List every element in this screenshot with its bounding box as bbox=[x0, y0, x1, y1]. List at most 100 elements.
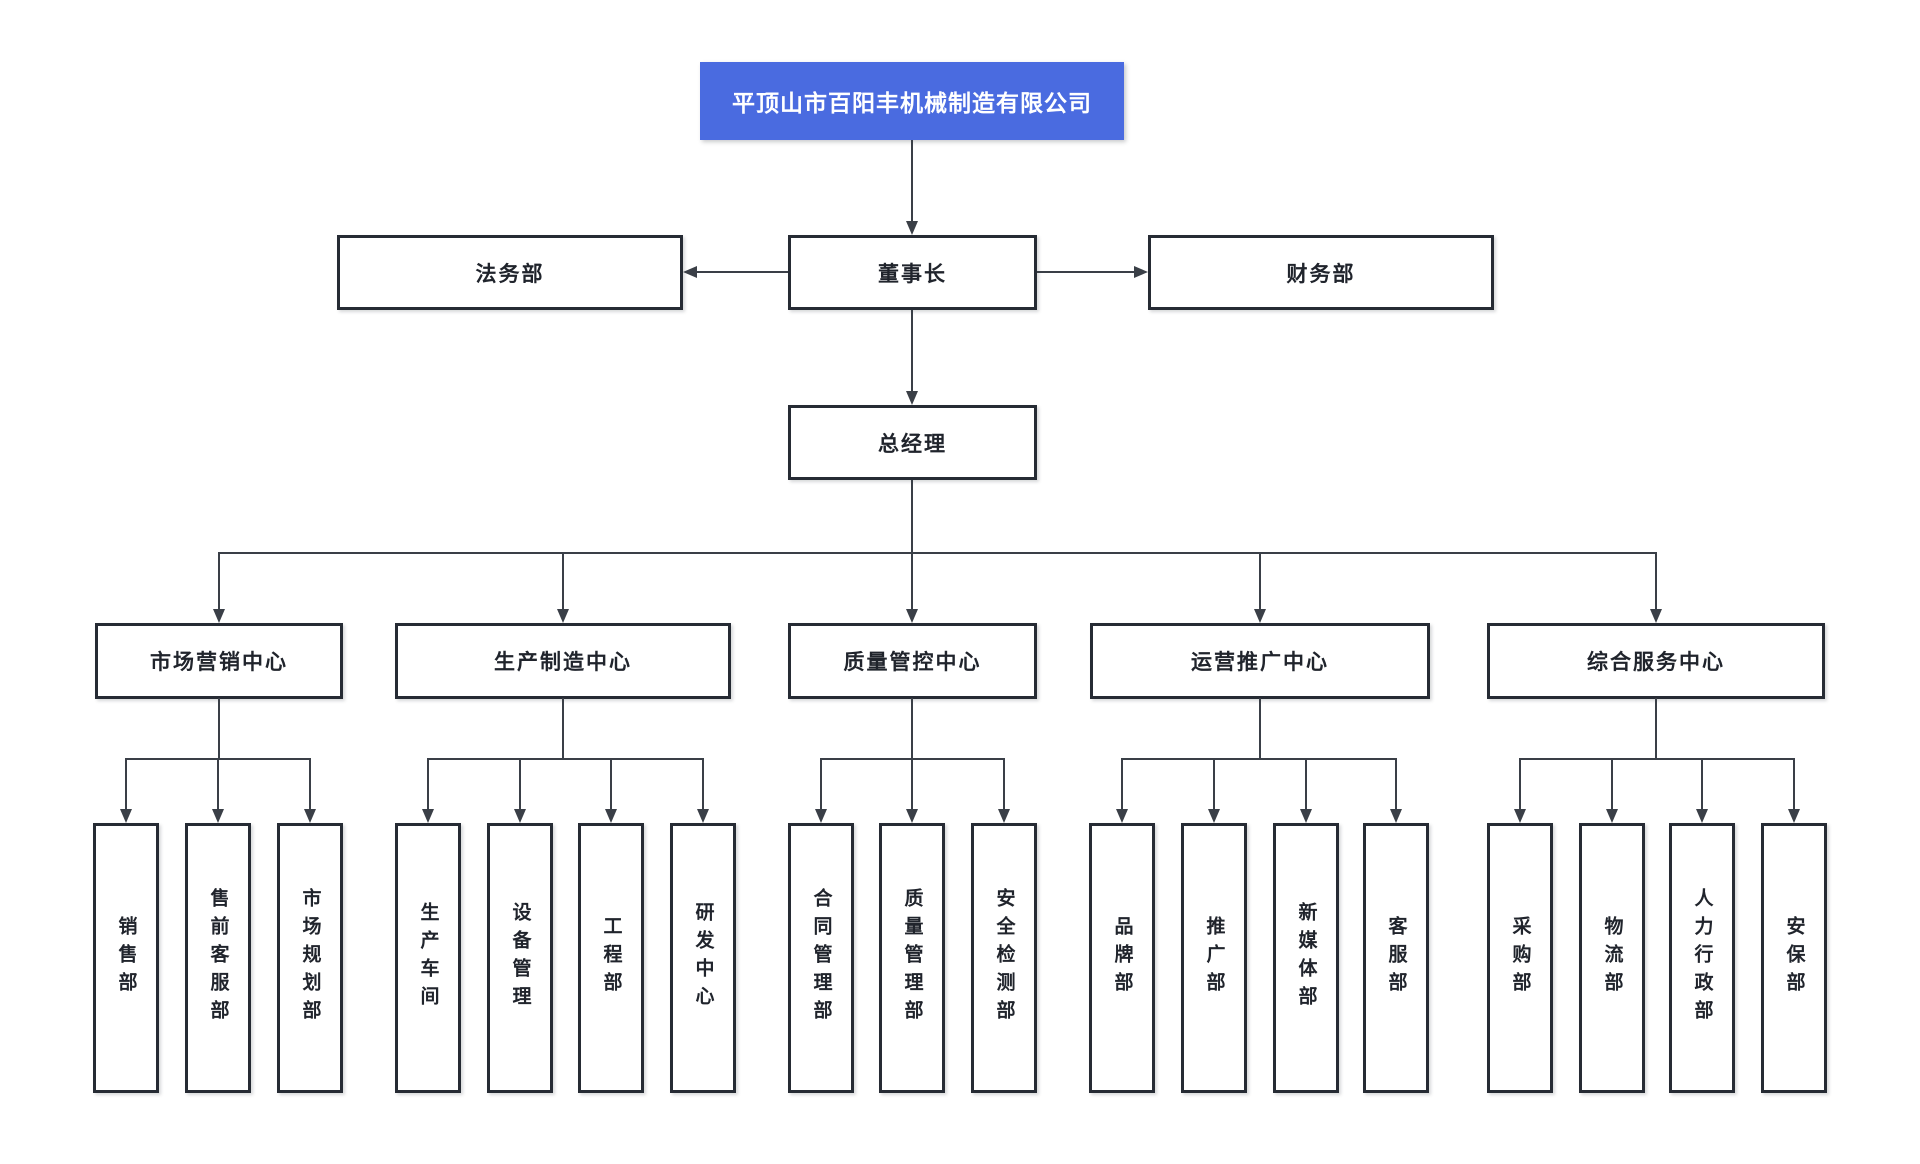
arrow-down-icon bbox=[906, 221, 918, 235]
arrow-down-icon bbox=[815, 809, 827, 823]
arrow-down-icon bbox=[605, 809, 617, 823]
node-dept-quality-management: 质量管理部 bbox=[879, 823, 945, 1093]
node-dept-procurement: 采购部 bbox=[1487, 823, 1553, 1093]
connector-drop-center-2 bbox=[562, 552, 564, 609]
node-center-quality: 质量管控中心 bbox=[788, 623, 1037, 699]
node-dept-promotion: 推广部 bbox=[1181, 823, 1247, 1093]
connector-drop bbox=[911, 758, 913, 809]
connector-center5-bus bbox=[1655, 698, 1657, 759]
connector-drop bbox=[1395, 758, 1397, 809]
node-dept-brand: 品牌部 bbox=[1089, 823, 1155, 1093]
node-dept-presales-service: 售前客服部 bbox=[185, 823, 251, 1093]
arrow-down-icon bbox=[212, 809, 224, 823]
dept-engineering-label: 工程部 bbox=[600, 916, 622, 1000]
connector-chairman-gm bbox=[911, 310, 913, 391]
arrow-down-icon bbox=[1116, 809, 1128, 823]
node-center-operations: 运营推广中心 bbox=[1090, 623, 1430, 699]
connector-center2-children bbox=[428, 758, 703, 760]
connector-drop bbox=[1305, 758, 1307, 809]
node-dept-logistics: 物流部 bbox=[1579, 823, 1645, 1093]
arrow-down-icon bbox=[422, 809, 434, 823]
dept-rd-center-label: 研发中心 bbox=[692, 902, 714, 1014]
node-company-root: 平顶山市百阳丰机械制造有限公司 bbox=[700, 62, 1124, 140]
dept-procurement-label: 采购部 bbox=[1509, 916, 1531, 1000]
connector-drop bbox=[125, 758, 127, 809]
connector-bus-centers bbox=[219, 552, 1657, 554]
dept-presales-service-label: 售前客服部 bbox=[207, 888, 229, 1028]
dept-customer-service-label: 客服部 bbox=[1385, 916, 1407, 1000]
connector-drop bbox=[519, 758, 521, 809]
dept-sales-label: 销售部 bbox=[115, 916, 137, 1000]
connector-drop-center-5 bbox=[1655, 552, 1657, 609]
connector-drop bbox=[427, 758, 429, 809]
node-center-marketing: 市场营销中心 bbox=[95, 623, 343, 699]
node-dept-new-media: 新媒体部 bbox=[1273, 823, 1339, 1093]
node-dept-customer-service: 客服部 bbox=[1363, 823, 1429, 1093]
connector-drop bbox=[1611, 758, 1613, 809]
dept-brand-label: 品牌部 bbox=[1111, 916, 1133, 1000]
node-dept-sales: 销售部 bbox=[93, 823, 159, 1093]
arrow-down-icon bbox=[697, 809, 709, 823]
chairman-label: 董事长 bbox=[878, 262, 947, 286]
connector-drop bbox=[702, 758, 704, 809]
arrow-down-icon bbox=[906, 809, 918, 823]
node-chairman: 董事长 bbox=[788, 235, 1037, 310]
connector-drop bbox=[610, 758, 612, 809]
center-marketing-label: 市场营销中心 bbox=[150, 651, 288, 674]
connector-chairman-finance bbox=[1037, 271, 1134, 273]
center-services-label: 综合服务中心 bbox=[1587, 651, 1725, 674]
node-dept-market-planning: 市场规划部 bbox=[277, 823, 343, 1093]
company-name-label: 平顶山市百阳丰机械制造有限公司 bbox=[732, 90, 1092, 116]
arrow-down-icon bbox=[213, 609, 225, 623]
center-operations-label: 运营推广中心 bbox=[1191, 651, 1329, 674]
center-quality-label: 质量管控中心 bbox=[843, 651, 982, 674]
node-dept-production-workshop: 生产车间 bbox=[395, 823, 461, 1093]
node-finance-dept: 财务部 bbox=[1148, 235, 1494, 310]
arrow-down-icon bbox=[1650, 609, 1662, 623]
dept-equipment-management-label: 设备管理 bbox=[509, 902, 531, 1014]
arrow-down-icon bbox=[1208, 809, 1220, 823]
dept-new-media-label: 新媒体部 bbox=[1295, 902, 1317, 1014]
arrow-left-icon bbox=[683, 266, 697, 278]
arrow-right-icon bbox=[1134, 266, 1148, 278]
dept-production-workshop-label: 生产车间 bbox=[417, 902, 439, 1014]
node-dept-security: 安保部 bbox=[1761, 823, 1827, 1093]
arrow-down-icon bbox=[906, 391, 918, 405]
arrow-down-icon bbox=[1254, 609, 1266, 623]
arrow-down-icon bbox=[1788, 809, 1800, 823]
arrow-down-icon bbox=[1390, 809, 1402, 823]
center-production-label: 生产制造中心 bbox=[494, 651, 632, 674]
dept-contract-management-label: 合同管理部 bbox=[810, 888, 832, 1028]
finance-dept-label: 财务部 bbox=[1286, 262, 1356, 286]
arrow-down-icon bbox=[1696, 809, 1708, 823]
arrow-down-icon bbox=[514, 809, 526, 823]
legal-dept-label: 法务部 bbox=[475, 262, 545, 286]
connector-drop bbox=[1519, 758, 1521, 809]
arrow-down-icon bbox=[1300, 809, 1312, 823]
dept-safety-inspection-label: 安全检测部 bbox=[993, 888, 1015, 1028]
connector-drop bbox=[217, 758, 219, 809]
arrow-down-icon bbox=[1606, 809, 1618, 823]
connector-drop bbox=[1701, 758, 1703, 809]
arrow-down-icon bbox=[998, 809, 1010, 823]
connector-drop-center-3 bbox=[911, 552, 913, 609]
arrow-down-icon bbox=[120, 809, 132, 823]
connector-drop bbox=[1003, 758, 1005, 809]
connector-gm-bus bbox=[911, 480, 913, 554]
dept-promotion-label: 推广部 bbox=[1203, 916, 1225, 1000]
node-center-services: 综合服务中心 bbox=[1487, 623, 1825, 699]
arrow-down-icon bbox=[557, 609, 569, 623]
arrow-down-icon bbox=[1514, 809, 1526, 823]
connector-drop bbox=[820, 758, 822, 809]
connector-drop-center-4 bbox=[1259, 552, 1261, 609]
node-general-manager: 总经理 bbox=[788, 405, 1037, 480]
connector-center1-bus bbox=[218, 698, 220, 759]
dept-quality-management-label: 质量管理部 bbox=[901, 888, 923, 1028]
node-dept-rd-center: 研发中心 bbox=[670, 823, 736, 1093]
connector-chairman-legal bbox=[697, 271, 788, 273]
node-dept-safety-inspection: 安全检测部 bbox=[971, 823, 1037, 1093]
connector-drop-center-1 bbox=[218, 552, 220, 609]
connector-drop bbox=[1793, 758, 1795, 809]
connector-drop bbox=[1213, 758, 1215, 809]
